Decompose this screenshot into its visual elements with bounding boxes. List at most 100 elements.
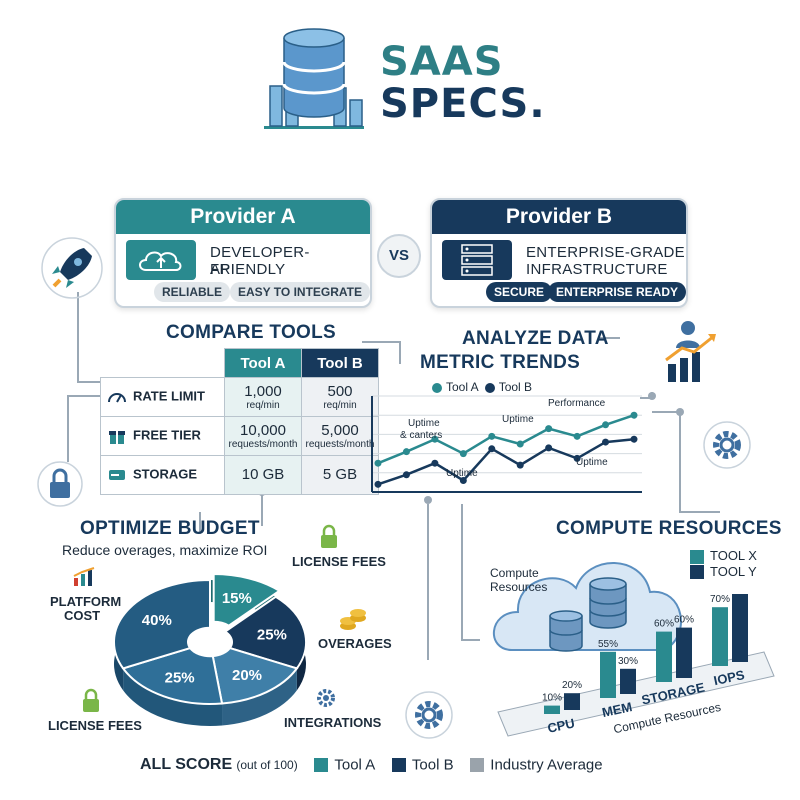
bar-value-label: 30%: [618, 656, 638, 667]
tag-easy-to-integrate: EASY TO INTEGRATE: [230, 282, 371, 302]
label-platform-cost-line2: COST: [64, 608, 101, 623]
legend-tool-a-box: [314, 758, 329, 773]
data-point: [431, 459, 439, 467]
tool-a-header[interactable]: Tool A: [224, 348, 302, 378]
gift-icon: [109, 431, 125, 444]
data-point: [602, 438, 610, 446]
provider-a-name: Provider A: [116, 200, 370, 234]
pie-value-label: 15%: [222, 590, 252, 607]
analyze-data-title: ANALYZE DATA: [462, 328, 609, 349]
free-tier-a-unit: requests/month: [228, 438, 298, 450]
data-point: [516, 461, 524, 469]
pie-value-label: 20%: [232, 667, 262, 684]
label-integrations: INTEGRATIONS: [284, 715, 382, 730]
growth-person-icon: [665, 321, 716, 382]
storage-label: STORAGE: [133, 466, 198, 482]
label-platform-cost-line1: PLATFORM: [50, 594, 122, 609]
score-sub: (out of 100): [236, 758, 298, 773]
rate-limit-b-value: 500: [327, 382, 353, 400]
provider-a-card[interactable]: Provider A DEVELOPER-FRIENDLY API RELIAB…: [114, 198, 372, 308]
pie-value-label: 25%: [165, 670, 195, 687]
data-point: [545, 444, 553, 452]
line-legend: Tool A Tool B: [432, 380, 532, 394]
vs-badge: VS: [377, 234, 421, 278]
provider-a-desc-line1: DEVELOPER-FRIENDLY: [210, 244, 310, 278]
coins-icon: [340, 609, 366, 630]
bar-value-label: 60%: [674, 615, 694, 626]
footer-tool-b: Tool B: [411, 756, 454, 774]
footer-industry-average: Industry Average: [490, 756, 603, 774]
drive-icon: [109, 470, 125, 480]
legend-tool-b: Tool B: [498, 380, 533, 394]
score-label: ALL SCORE: [140, 756, 233, 774]
bar-mem-tool-y: [620, 668, 636, 694]
data-point: [488, 432, 496, 440]
data-point: [402, 448, 410, 456]
free-tier-a-value: 10,000: [240, 421, 286, 439]
tag-enterprise-ready: ENTERPRISE READY: [548, 282, 687, 302]
data-point: [374, 459, 382, 467]
legend-tool-b-swatch: [484, 382, 495, 393]
provider-b-card[interactable]: Provider B ENTERPRISE-GRADE INFRASTRUCTU…: [430, 198, 688, 308]
tag-secure: SECURE: [486, 282, 553, 302]
server-icon: [442, 240, 512, 280]
optimize-budget-title: OPTIMIZE BUDGET: [80, 518, 260, 539]
free-tier-label: FREE TIER: [133, 427, 201, 443]
series-line-tool-a: [377, 414, 635, 465]
label-overages: OVERAGES: [318, 636, 392, 651]
data-point: [545, 425, 553, 433]
provider-a-desc-line2: API: [210, 261, 236, 278]
tool-b-header[interactable]: Tool B: [301, 348, 379, 378]
legend-tool-b-box: [391, 758, 406, 773]
rocket-icon: [41, 237, 103, 299]
annotation-uptime-4: Uptime: [576, 457, 608, 468]
pie-value-label: 25%: [257, 626, 287, 643]
pie-slice-side: [123, 668, 223, 726]
bar-category-label: IOPS: [712, 667, 746, 688]
pie-slice-3: [211, 646, 299, 705]
bar-cpu-tool-y: [564, 693, 580, 710]
legend-tool-y-swatch: [690, 565, 704, 580]
provider-b-name: Provider B: [432, 200, 686, 234]
pie-value-label: 40%: [142, 612, 172, 629]
score-legend: ALL SCORE (out of 100) Tool A Tool B Ind…: [140, 756, 603, 774]
cloud-upload-icon: [126, 240, 196, 280]
legend-tool-x: TOOL X: [710, 548, 757, 563]
app-title-secondary: SPECS.: [380, 81, 546, 127]
optimize-budget-subtitle: Reduce overages, maximize ROI: [62, 542, 268, 558]
cloud-database-icon: [493, 562, 682, 652]
pie-slice-2: [223, 595, 307, 670]
rate-limit-label: RATE LIMIT: [133, 388, 205, 404]
bar-iops-tool-x: [712, 607, 728, 666]
bar-value-label: 20%: [562, 680, 582, 691]
speedometer-icon: [108, 393, 126, 403]
free-tier-b-unit: requests/month: [305, 438, 375, 450]
annotation-uptime-1: Uptime: [408, 418, 440, 429]
gear-icon: [703, 421, 751, 469]
series-line-tool-b: [377, 437, 635, 486]
table-row: STORAGE 10 GB 5 GB: [100, 455, 379, 495]
free-tier-b-value: 5,000: [321, 421, 359, 439]
provider-b-desc-line1: ENTERPRISE-GRADE: [526, 244, 685, 261]
bar-category-label: MEM: [601, 699, 634, 720]
bar-iops-tool-y: [732, 594, 748, 662]
padlock-icon: [321, 524, 337, 548]
data-point: [374, 480, 382, 488]
cloud-label-line2: Resources: [490, 580, 548, 594]
data-point: [602, 421, 610, 429]
data-point: [630, 411, 638, 419]
bar-value-label: 70%: [710, 594, 730, 605]
bar-legend: TOOL X TOOL Y: [690, 548, 757, 580]
legend-tool-a-swatch: [432, 382, 442, 393]
budget-pie-chart: 15% 25% 20% 25% 40%: [113, 572, 307, 726]
cloud-label-line1: Compute: [490, 566, 539, 580]
lock-icon: [37, 461, 83, 507]
legend-tool-a: Tool A: [446, 380, 479, 394]
data-point: [573, 432, 581, 440]
data-point: [431, 435, 439, 443]
database-logo-icon: [264, 28, 364, 129]
data-point: [402, 471, 410, 479]
